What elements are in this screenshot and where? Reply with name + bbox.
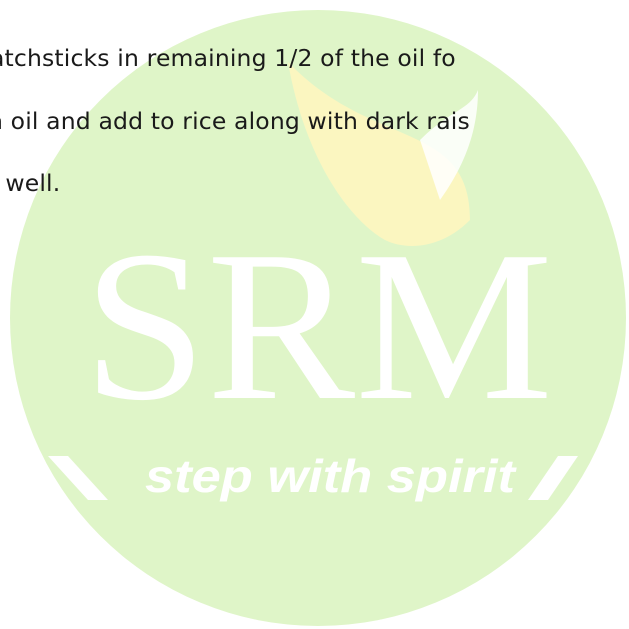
instruction-line: n oil and add to rice along with dark ra…: [0, 107, 470, 135]
instruction-line: k well.: [0, 169, 61, 197]
watermark-right-swoosh: [528, 456, 578, 500]
watermark-left-swoosh: [48, 456, 108, 500]
watermark-leaf-icon: [288, 62, 470, 246]
watermark-tagline: step with spirit: [145, 450, 517, 502]
watermark-leaf-highlight-icon: [420, 90, 478, 200]
watermark-circle: [10, 10, 626, 626]
instruction-line: atchsticks in remaining 1/2 of the oil f…: [0, 44, 456, 72]
watermark-logo-text: SRM: [83, 206, 553, 445]
